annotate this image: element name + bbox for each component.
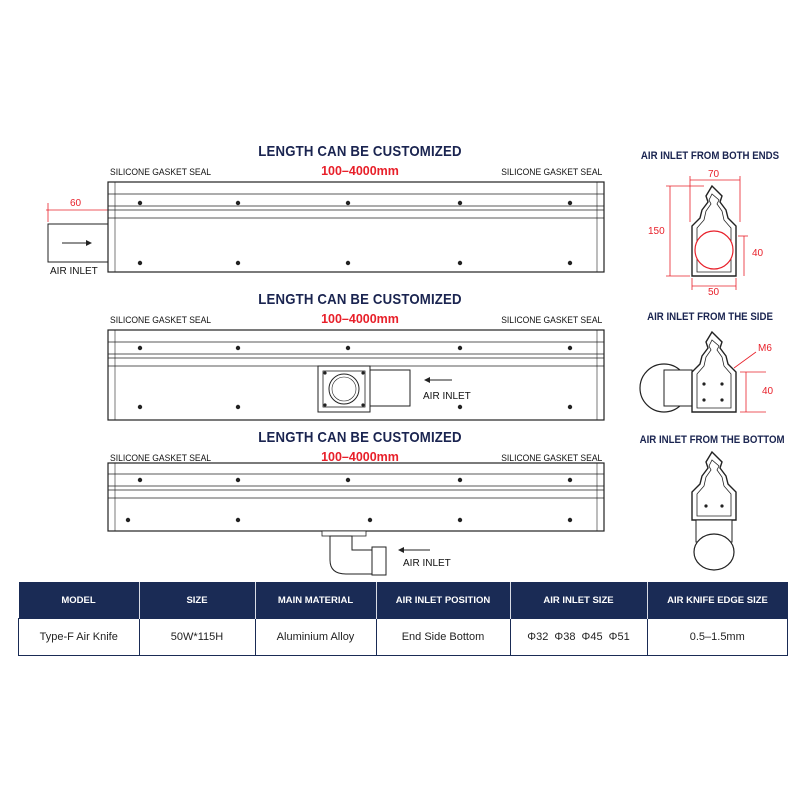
cell-model: Type-F Air Knife — [18, 618, 140, 656]
side-view1-width-top-dim: 70 — [708, 169, 720, 180]
header-air-inlet-position: AIR INLET POSITION — [376, 582, 511, 619]
view1-left-gasket-label: SILICONE GASKET SEAL — [110, 167, 212, 178]
view2-length-range: 100–4000mm — [321, 312, 399, 326]
side-view1-height-dim: 150 — [648, 226, 665, 237]
spec-table: MODEL SIZE MAIN MATERIAL AIR INLET POSIT… — [18, 582, 788, 656]
view1-air-inlet-label: AIR INLET — [50, 266, 98, 277]
view3-right-gasket-label: SILICONE GASKET SEAL — [500, 453, 602, 464]
cell-air-inlet-position: End Side Bottom — [375, 618, 511, 656]
view3-air-inlet-label: AIR INLET — [403, 558, 451, 569]
cell-air-inlet-size: Φ32 Φ38 Φ45 Φ51 — [509, 618, 648, 656]
spec-table-header-row: MODEL SIZE MAIN MATERIAL AIR INLET POSIT… — [18, 582, 788, 619]
side-view3-title: AIR INLET FROM THE BOTTOM — [639, 434, 785, 446]
view2-right-gasket-label: SILICONE GASKET SEAL — [500, 315, 602, 326]
table-row: Type-F Air Knife 50W*115H Aluminium Allo… — [18, 618, 788, 656]
view3-title: LENGTH CAN BE CUSTOMIZED — [258, 429, 462, 446]
view1-right-gasket-label: SILICONE GASKET SEAL — [500, 167, 602, 178]
view1-inlet-length-dim: 60 — [70, 198, 82, 209]
header-size: SIZE — [139, 582, 256, 619]
view3-left-gasket-label: SILICONE GASKET SEAL — [110, 453, 212, 464]
view1-length-range: 100–4000mm — [321, 164, 399, 178]
view2-title: LENGTH CAN BE CUSTOMIZED — [258, 291, 462, 308]
side-view2-thread-dim: M6 — [758, 343, 772, 354]
view2-air-inlet-label: AIR INLET — [423, 391, 471, 402]
view3-length-range: 100–4000mm — [321, 450, 399, 464]
header-air-knife-edge-size: AIR KNIFE EDGE SIZE — [647, 582, 788, 619]
cell-size: 50W*115H — [138, 618, 256, 656]
header-main-material: MAIN MATERIAL — [255, 582, 377, 619]
side-view1-title: AIR INLET FROM BOTH ENDS — [640, 150, 780, 162]
header-air-inlet-size: AIR INLET SIZE — [510, 582, 648, 619]
view1-title: LENGTH CAN BE CUSTOMIZED — [258, 143, 462, 160]
side-view2-title: AIR INLET FROM THE SIDE — [647, 311, 773, 323]
cell-main-material: Aluminium Alloy — [254, 618, 377, 656]
side-view1-bottom-dim: 50 — [708, 287, 720, 298]
cell-air-knife-edge-size: 0.5–1.5mm — [646, 618, 788, 656]
header-model: MODEL — [18, 582, 140, 619]
side-view1-right-dim: 40 — [752, 248, 764, 259]
view2-left-gasket-label: SILICONE GASKET SEAL — [110, 315, 212, 326]
side-view2-right-dim: 40 — [762, 386, 774, 397]
